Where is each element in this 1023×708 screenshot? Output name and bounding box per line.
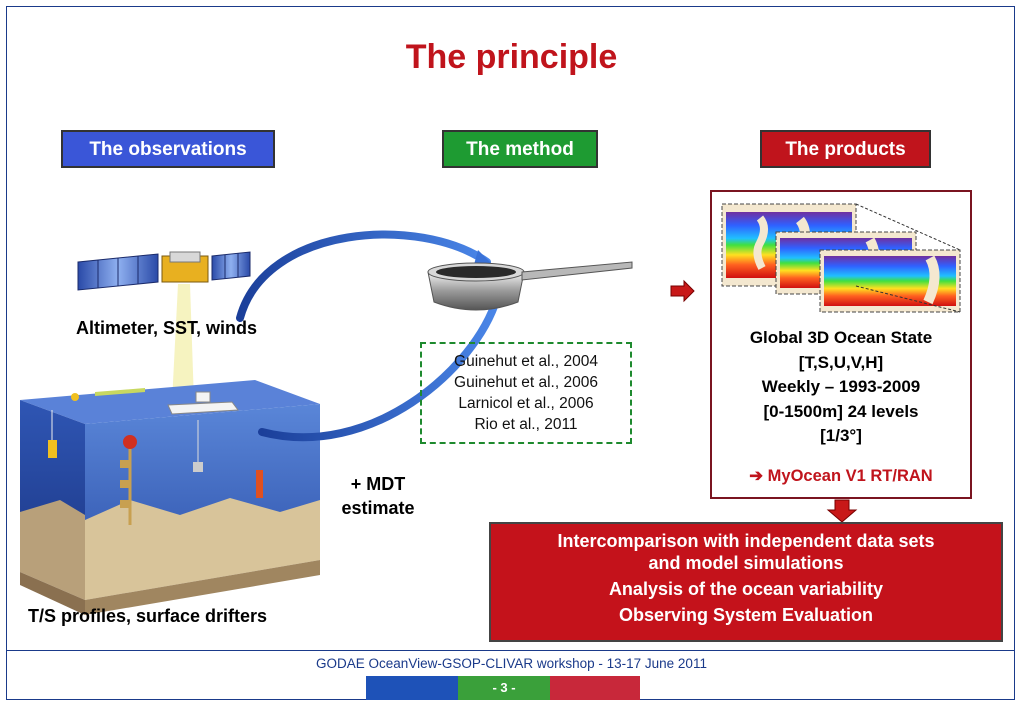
reference-item: Rio et al., 2011	[474, 416, 578, 433]
slide-title: The principle	[405, 38, 618, 76]
applications-box: Intercomparison with independent data se…	[489, 522, 1003, 642]
products-header: The products	[760, 130, 931, 168]
page-number: - 3 -	[492, 680, 516, 695]
satellite-icon	[77, 251, 251, 291]
references-box: Guinehut et al., 2004 Guinehut et al., 2…	[420, 342, 632, 444]
footer-workshop: GODAE OceanView-GSOP-CLIVAR workshop - 1…	[316, 656, 707, 671]
insitu-caption: T/S profiles, surface drifters	[28, 606, 268, 626]
footer-bar-blue	[366, 676, 458, 700]
satellite-caption: Altimeter, SST, winds	[76, 318, 258, 338]
reference-item: Larnicol et al., 2006	[458, 395, 594, 412]
right-arrow-icon	[670, 279, 695, 303]
footer-bar-red	[550, 676, 640, 700]
mdt-estimate-label: + MDT estimate	[341, 474, 415, 518]
observations-header: The observations	[61, 130, 275, 168]
footer-divider	[6, 650, 1015, 651]
pan-icon	[427, 261, 633, 311]
footer-bar-green	[458, 676, 550, 700]
down-arrow-icon	[826, 499, 858, 523]
ocean-maps-illustration	[721, 203, 961, 313]
products-description: Global 3D Ocean State [T,S,U,V,H] Weekly…	[749, 328, 933, 445]
ocean-block-illustration	[20, 380, 320, 615]
reference-item: Guinehut et al., 2006	[454, 374, 598, 391]
reference-item: Guinehut et al., 2004	[454, 353, 598, 370]
satellite-beam	[172, 284, 194, 402]
method-header: The method	[442, 130, 598, 168]
insitu-to-method-arrow	[258, 294, 501, 442]
satellite-to-method-arrow	[236, 230, 491, 322]
myocean-label: ➔ MyOcean V1 RT/RAN	[749, 467, 933, 485]
